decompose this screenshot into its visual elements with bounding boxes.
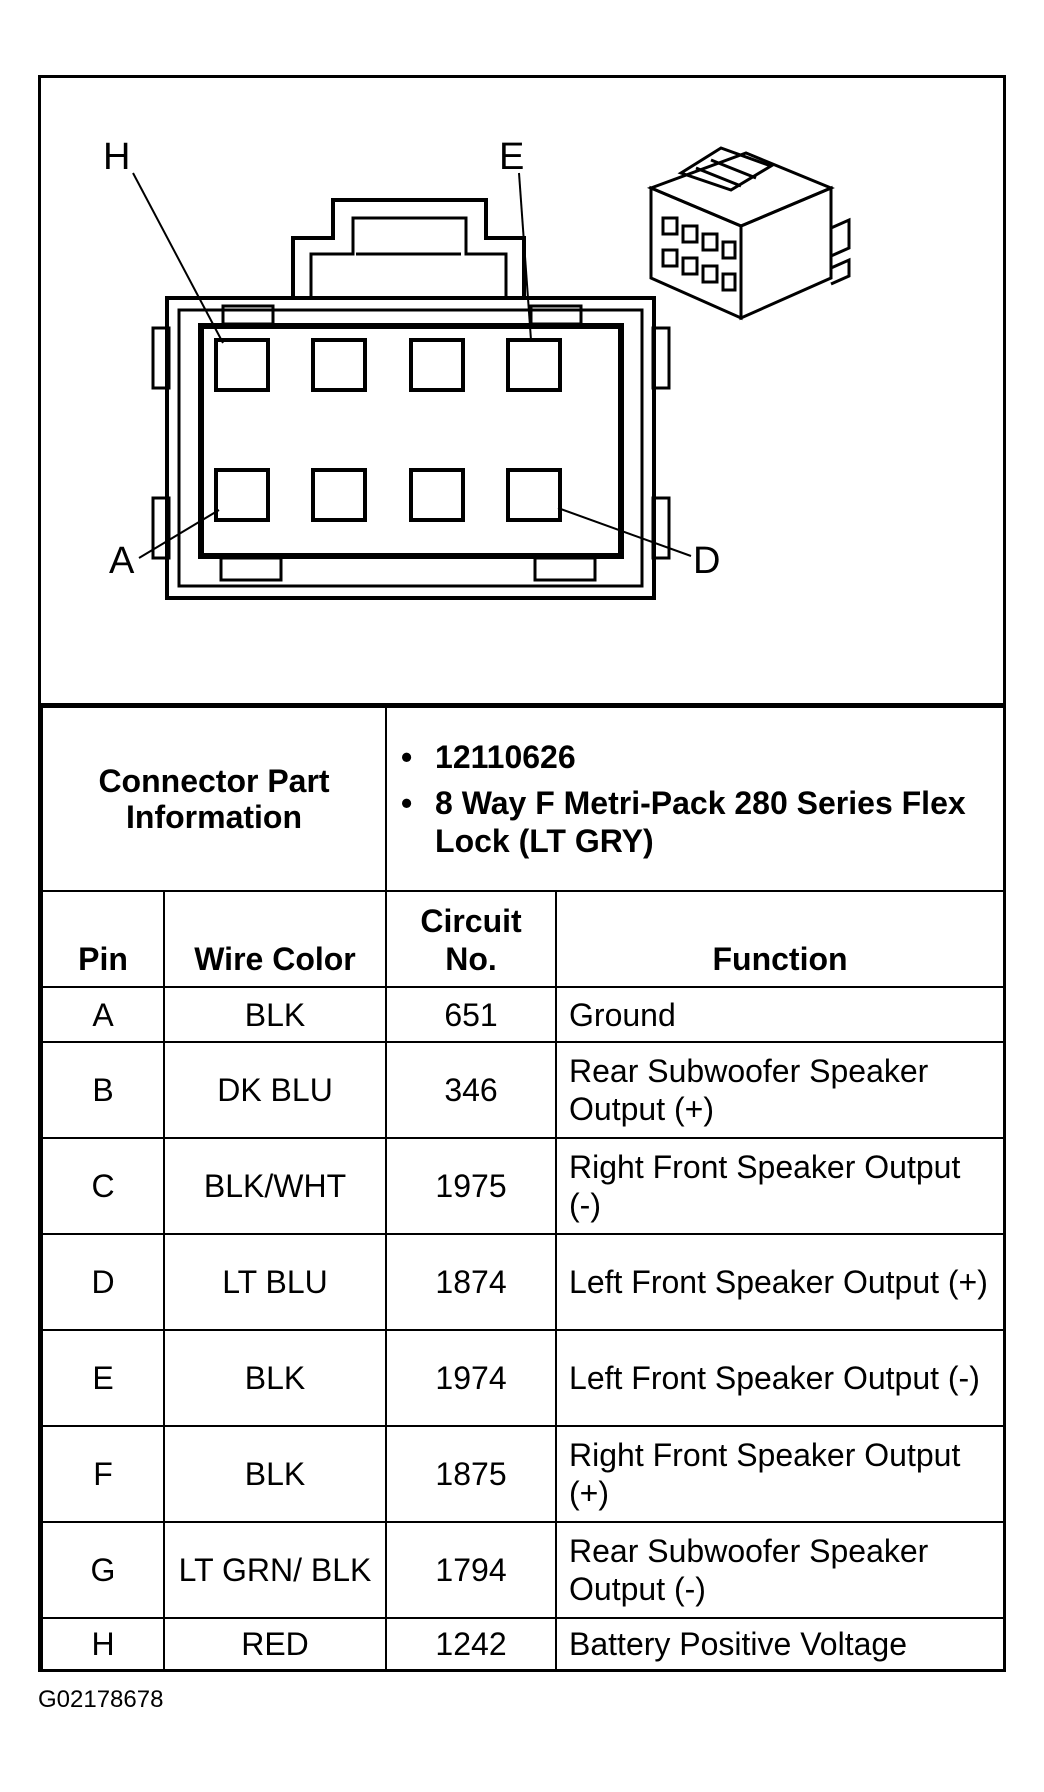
cavity-B — [311, 468, 367, 522]
wire-color-cell: BLK — [162, 986, 388, 1043]
connector-housing-inner — [177, 308, 644, 588]
leader-line-A — [138, 509, 220, 559]
function-cell: Rear Subwoofer Speaker Output (-) — [555, 1521, 1006, 1619]
table-row: E BLK 1974 Left Front Speaker Output (-) — [41, 1329, 1006, 1427]
table-row: A BLK 651 Ground — [41, 986, 1006, 1043]
wire-color-cell: BLK/WHT — [162, 1137, 388, 1235]
table-row: H RED 1242 Battery Positive Voltage — [41, 1617, 1006, 1671]
part-info-label: Connector Part Information — [40, 706, 388, 892]
figure-id: G02178678 — [38, 1686, 164, 1713]
function-cell: Rear Subwoofer Speaker Output (+) — [555, 1041, 1006, 1139]
table-row: G LT GRN/ BLK 1794 Rear Subwoofer Speake… — [41, 1521, 1006, 1619]
pin-cell: E — [41, 1329, 165, 1427]
pin-cell: C — [41, 1137, 165, 1235]
function-cell: Battery Positive Voltage — [555, 1617, 1006, 1671]
pin-cell: A — [41, 986, 165, 1043]
wire-color-cell: DK BLU — [162, 1041, 388, 1139]
connector-face-diagram: H E A D — [41, 78, 1003, 706]
leader-line-E — [518, 172, 532, 341]
pin-cell: F — [41, 1425, 165, 1523]
circuit-cell: 1975 — [385, 1137, 558, 1235]
function-cell: Right Front Speaker Output (+) — [555, 1425, 1006, 1523]
function-cell: Right Front Speaker Output (-) — [555, 1137, 1006, 1235]
circuit-cell: 651 — [385, 986, 558, 1043]
part-info-details: 12110626 8 Way F Metri-Pack 280 Series F… — [385, 706, 1006, 892]
circuit-cell: 1242 — [385, 1617, 558, 1671]
pin-cell: G — [41, 1521, 165, 1619]
table-header-row: Pin Wire Color Circuit No. Function — [41, 890, 1006, 988]
function-cell: Ground — [555, 986, 1006, 1043]
wire-color-cell: BLK — [162, 1425, 388, 1523]
function-cell: Left Front Speaker Output (-) — [555, 1329, 1006, 1427]
connector-figure-frame: H E A D Connector Part Information 12110… — [38, 75, 1006, 1672]
circuit-cell: 1974 — [385, 1329, 558, 1427]
part-number: 12110626 — [401, 738, 997, 776]
connector-face-drawing — [132, 146, 851, 600]
pin-label-H: H — [103, 136, 131, 178]
pin-label-E: E — [499, 136, 525, 178]
table-row: C BLK/WHT 1975 Right Front Speaker Outpu… — [41, 1137, 1006, 1235]
pin-cell: H — [41, 1617, 165, 1671]
leader-line-D — [557, 507, 692, 557]
pin-label-A: A — [109, 540, 135, 582]
table-row: F BLK 1875 Right Front Speaker Output (+… — [41, 1425, 1006, 1523]
cavity-G — [311, 338, 367, 392]
function-cell: Left Front Speaker Output (+) — [555, 1233, 1006, 1331]
latch-outline — [291, 198, 526, 298]
wire-color-cell: RED — [162, 1617, 388, 1671]
part-description: 8 Way F Metri-Pack 280 Series Flex Lock … — [401, 784, 997, 860]
connector-housing-outer — [165, 296, 656, 600]
header-pin: Pin — [41, 890, 165, 988]
cavity-E — [506, 338, 562, 392]
circuit-cell: 1874 — [385, 1233, 558, 1331]
circuit-cell: 346 — [385, 1041, 558, 1139]
header-function: Function — [555, 890, 1006, 988]
cavity-D — [506, 468, 562, 522]
table-row: D LT BLU 1874 Left Front Speaker Output … — [41, 1233, 1006, 1331]
cavity-A — [214, 468, 270, 522]
part-info-row: Connector Part Information 12110626 8 Wa… — [40, 706, 1006, 892]
header-wire-color: Wire Color — [162, 890, 388, 988]
wire-color-cell: LT BLU — [162, 1233, 388, 1331]
wire-color-cell: BLK — [162, 1329, 388, 1427]
wire-color-cell: LT GRN/ BLK — [162, 1521, 388, 1619]
header-circuit: Circuit No. — [385, 890, 558, 988]
pin-cell: D — [41, 1233, 165, 1331]
circuit-cell: 1794 — [385, 1521, 558, 1619]
cavity-H — [214, 338, 270, 392]
connector-isometric-view — [646, 146, 851, 321]
pin-cavity-area — [198, 323, 624, 559]
pin-label-D: D — [693, 540, 721, 582]
pin-cell: B — [41, 1041, 165, 1139]
table-row: B DK BLU 346 Rear Subwoofer Speaker Outp… — [41, 1041, 1006, 1139]
circuit-cell: 1875 — [385, 1425, 558, 1523]
cavity-F — [409, 338, 465, 392]
leader-line-H — [132, 172, 224, 344]
cavity-C — [409, 468, 465, 522]
connector-pinout-table: Connector Part Information 12110626 8 Wa… — [40, 706, 1006, 1671]
